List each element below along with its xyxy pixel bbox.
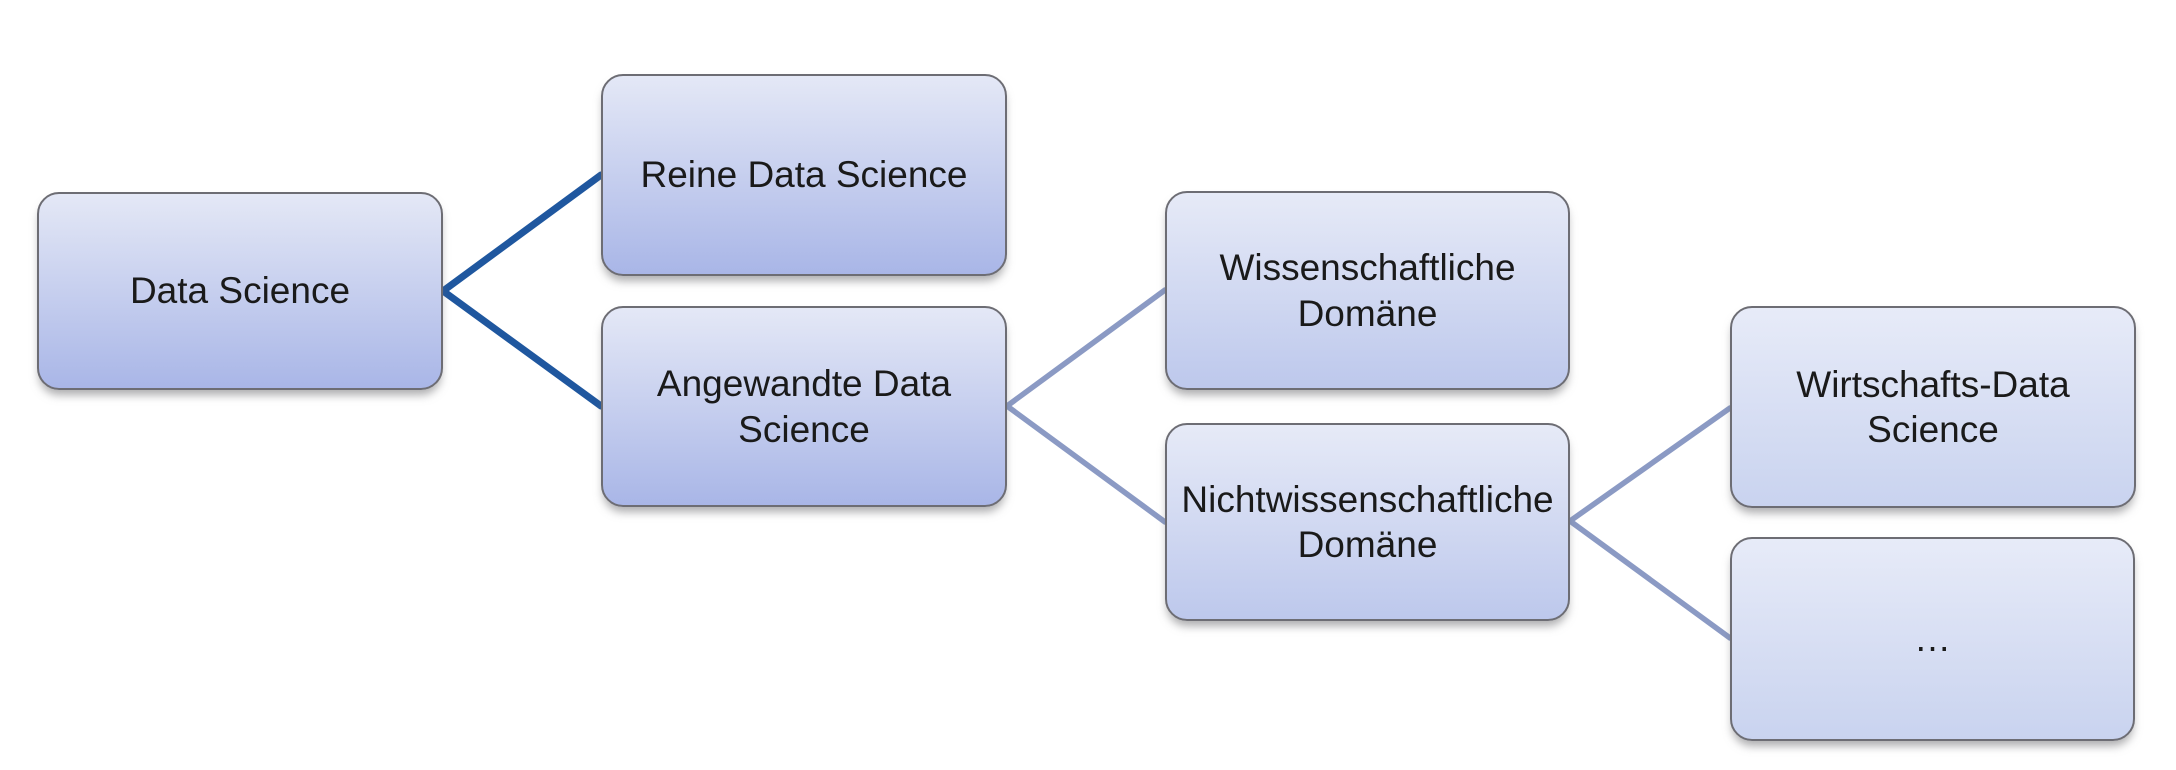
node-wissenschaftliche-domaene: Wissenschaftliche Domäne	[1165, 191, 1570, 390]
node-angewandte-data-science: Angewandte Data Science	[601, 306, 1007, 507]
node-wissenschaftliche-domaene-label: Wissenschaftliche Domäne	[1219, 247, 1516, 334]
node-wirtschafts-data-science: Wirtschafts-Data Science	[1730, 306, 2136, 508]
node-angewandte-data-science-label: Angewandte Data Science	[656, 363, 952, 450]
node-wirtschafts-data-science-label: Wirtschafts-Data Science	[1796, 363, 2070, 450]
connector-nichtwissenschaftliche-children	[1565, 405, 1733, 641]
node-ellipsis-label: …	[1914, 618, 1951, 660]
node-ellipsis: …	[1730, 537, 2135, 741]
node-data-science: Data Science	[37, 192, 443, 390]
node-nichtwissenschaftliche-domaene: Nichtwissenschaftliche Domäne	[1165, 423, 1570, 621]
node-nichtwissenschaftliche-domaene-label: Nichtwissenschaftliche Domäne	[1181, 478, 1554, 565]
node-reine-data-science-label: Reine Data Science	[640, 154, 968, 196]
node-reine-data-science: Reine Data Science	[601, 74, 1007, 276]
connector-data-science-children	[437, 171, 605, 410]
connector-angewandte-children	[1002, 287, 1168, 525]
node-data-science-label: Data Science	[129, 270, 351, 312]
